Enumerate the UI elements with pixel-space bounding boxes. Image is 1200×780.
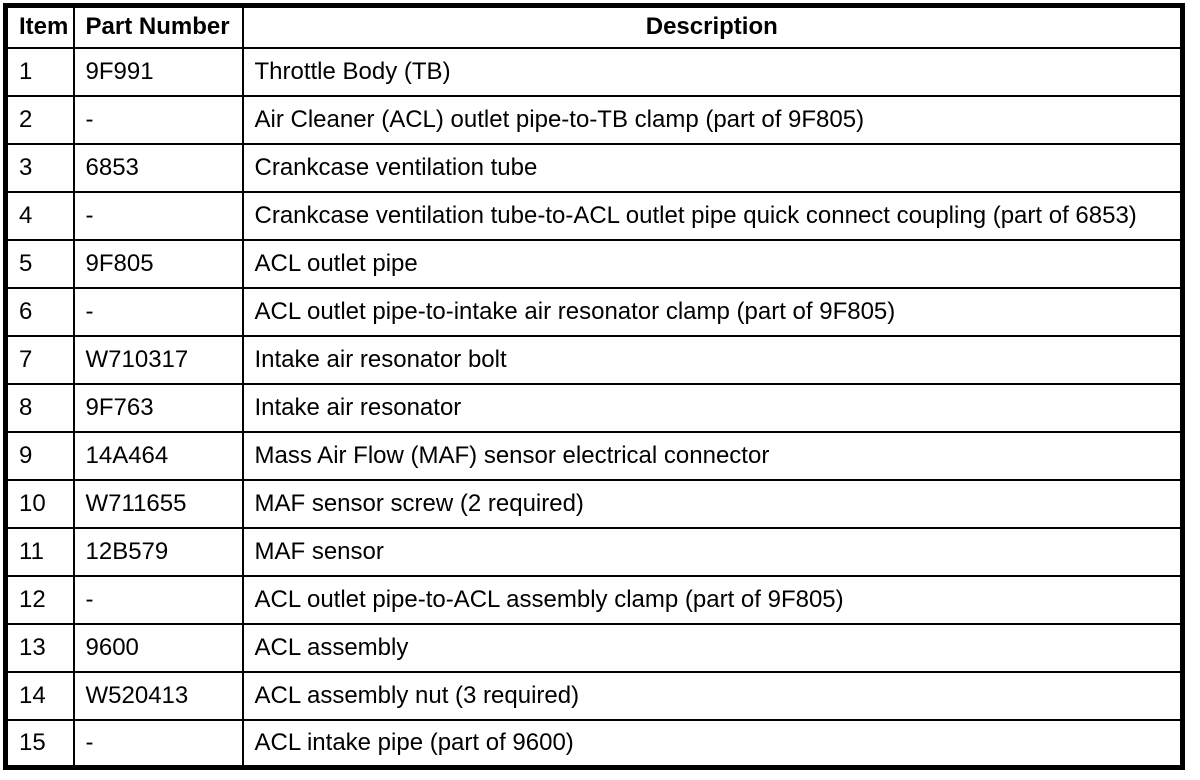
part-number-cell: W711655 (72, 478, 244, 529)
description-cell: Crankcase ventilation tube-to-ACL outlet… (241, 190, 1184, 241)
table-row: 5 9F805 ACL outlet pipe (4, 238, 1184, 289)
description-cell: ACL outlet pipe-to-ACL assembly clamp (p… (241, 574, 1184, 625)
part-number-cell: W710317 (72, 334, 244, 385)
part-number-cell: 14A464 (72, 430, 244, 481)
item-cell: 8 (4, 382, 75, 433)
item-cell: 5 (4, 238, 75, 289)
table-row: 11 12B579 MAF sensor (4, 526, 1184, 577)
description-cell: ACL assembly (241, 622, 1184, 673)
part-number-cell: 9F805 (72, 238, 244, 289)
table-row: 9 14A464 Mass Air Flow (MAF) sensor elec… (4, 430, 1184, 481)
part-number-cell: 9600 (72, 622, 244, 673)
parts-table: Item Part Number Description 1 9F991 Thr… (3, 3, 1185, 770)
description-cell: MAF sensor screw (2 required) (241, 478, 1184, 529)
part-number-cell: 9F991 (72, 46, 244, 97)
table-body: 1 9F991 Throttle Body (TB) 2 - Air Clean… (4, 46, 1184, 769)
table-row: 12 - ACL outlet pipe-to-ACL assembly cla… (4, 574, 1184, 625)
part-number-cell: 12B579 (72, 526, 244, 577)
table-header-row: Item Part Number Description (4, 4, 1184, 49)
item-cell: 9 (4, 430, 75, 481)
description-cell: ACL intake pipe (part of 9600) (241, 718, 1184, 769)
description-cell: Crankcase ventilation tube (241, 142, 1184, 193)
table-row: 6 - ACL outlet pipe-to-intake air resona… (4, 286, 1184, 337)
table-row: 7 W710317 Intake air resonator bolt (4, 334, 1184, 385)
table-row: 13 9600 ACL assembly (4, 622, 1184, 673)
description-cell: Air Cleaner (ACL) outlet pipe-to-TB clam… (241, 94, 1184, 145)
description-cell: ACL outlet pipe (241, 238, 1184, 289)
item-cell: 1 (4, 46, 75, 97)
description-cell: Intake air resonator bolt (241, 334, 1184, 385)
item-cell: 7 (4, 334, 75, 385)
item-cell: 6 (4, 286, 75, 337)
item-cell: 13 (4, 622, 75, 673)
part-number-cell: - (72, 574, 244, 625)
table-row: 15 - ACL intake pipe (part of 9600) (4, 718, 1184, 769)
description-cell: Throttle Body (TB) (241, 46, 1184, 97)
part-number-cell: - (72, 190, 244, 241)
item-cell: 12 (4, 574, 75, 625)
description-cell: MAF sensor (241, 526, 1184, 577)
description-cell: ACL outlet pipe-to-intake air resonator … (241, 286, 1184, 337)
item-cell: 4 (4, 190, 75, 241)
item-cell: 10 (4, 478, 75, 529)
table-row: 10 W711655 MAF sensor screw (2 required) (4, 478, 1184, 529)
part-number-cell: W520413 (72, 670, 244, 721)
part-number-cell: - (72, 718, 244, 769)
item-cell: 3 (4, 142, 75, 193)
table-row: 1 9F991 Throttle Body (TB) (4, 46, 1184, 97)
part-number-cell: - (72, 94, 244, 145)
column-header-item: Item (4, 4, 75, 49)
table-row: 14 W520413 ACL assembly nut (3 required) (4, 670, 1184, 721)
item-cell: 15 (4, 718, 75, 769)
description-cell: Mass Air Flow (MAF) sensor electrical co… (241, 430, 1184, 481)
item-cell: 11 (4, 526, 75, 577)
item-cell: 2 (4, 94, 75, 145)
part-number-cell: 9F763 (72, 382, 244, 433)
table-row: 4 - Crankcase ventilation tube-to-ACL ou… (4, 190, 1184, 241)
table-row: 3 6853 Crankcase ventilation tube (4, 142, 1184, 193)
part-number-cell: 6853 (72, 142, 244, 193)
description-cell: Intake air resonator (241, 382, 1184, 433)
column-header-description: Description (241, 4, 1184, 49)
item-cell: 14 (4, 670, 75, 721)
table-row: 8 9F763 Intake air resonator (4, 382, 1184, 433)
description-cell: ACL assembly nut (3 required) (241, 670, 1184, 721)
column-header-part-number: Part Number (72, 4, 244, 49)
table-row: 2 - Air Cleaner (ACL) outlet pipe-to-TB … (4, 94, 1184, 145)
part-number-cell: - (72, 286, 244, 337)
